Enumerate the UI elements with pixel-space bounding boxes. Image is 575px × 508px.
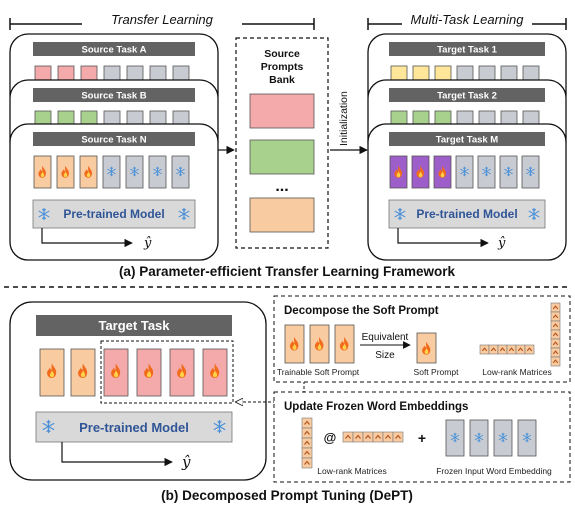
lowrank-matrix-vertical [550, 302, 561, 367]
output-arrow [397, 228, 489, 248]
model-label: Pre-trained Model [79, 420, 189, 435]
target-task-card-m: Target Task M Pre-trained Model ŷ [367, 123, 567, 261]
y-hat-label: ŷ [181, 453, 191, 471]
source-task-n-header: Source Task N [81, 135, 146, 146]
target-m-prompts [389, 155, 540, 189]
update-title: Update Frozen Word Embeddings [284, 401, 468, 413]
decomposed-region [100, 340, 234, 404]
plus-symbol: + [418, 430, 426, 446]
model-label: Pre-trained Model [416, 207, 517, 221]
decompose-title: Decompose the Soft Prompt [284, 305, 439, 317]
dept-task-card: Target Task Pre-trained Model ŷ [9, 301, 267, 481]
dept-pretrained-model: Pre-trained Model [35, 411, 233, 443]
caption-a: (a) Parameter-efficient Transfer Learnin… [119, 264, 456, 279]
transfer-learning-span: Transfer Learning [9, 12, 315, 30]
caption-b: (b) Decomposed Prompt Tuning (DePT) [161, 488, 413, 503]
frozen-embeddings [445, 419, 537, 457]
matmul-symbol: @ [324, 430, 337, 445]
source-n-prompts [33, 155, 190, 189]
target-pretrained-model: Pre-trained Model [388, 199, 546, 229]
bank-ellipsis: ... [275, 178, 288, 195]
target-2-prompts [390, 110, 540, 126]
equivalent-label: Equivalent [362, 332, 409, 343]
source-task-a-header: Source Task A [82, 45, 147, 56]
source-task-b-header: Source Task B [81, 91, 146, 102]
source-a-prompts [34, 65, 190, 81]
target-1-prompts [390, 65, 540, 81]
size-label: Size [375, 350, 395, 361]
lowrank-row [342, 431, 404, 443]
source-task-card-n: Source Task N Pre-trained Model ŷ [9, 123, 219, 261]
source-b-prompts [34, 110, 190, 126]
source-pretrained-model: Pre-trained Model [32, 199, 196, 229]
soft-prompt-label: Soft Prompt [414, 367, 460, 377]
output-arrow [61, 442, 173, 467]
soft-prompt [416, 332, 437, 364]
frozen-embedding-label: Frozen Input Word Embedding [436, 466, 552, 476]
target-task-header: Target Task [98, 318, 170, 333]
dept-prompts [39, 348, 228, 397]
multitask-learning-label: Multi-Task Learning [411, 12, 525, 27]
lowrank-column [301, 417, 313, 469]
low-rank-matrices-label-2: Low-rank Matrices [317, 466, 386, 476]
target-task-2-header: Target Task 2 [437, 91, 497, 102]
y-hat-label: ŷ [143, 236, 152, 251]
decompose-panel: Decompose the Soft Prompt Trainable Soft… [273, 295, 571, 383]
multitask-learning-span: Multi-Task Learning [367, 12, 567, 30]
model-label: Pre-trained Model [63, 207, 164, 221]
source-prompts-bank: Source Prompts Bank ... [235, 37, 329, 249]
lowrank-matrix-horizontal [479, 344, 535, 355]
trainable-soft-prompt-label: Trainable Soft Prompt [277, 367, 360, 377]
transfer-learning-label: Transfer Learning [111, 12, 213, 27]
output-arrow [41, 228, 133, 248]
bank-prompt-orange [249, 197, 315, 233]
bank-prompt-green [249, 139, 315, 175]
bank-title-line3: Bank [269, 74, 295, 86]
y-hat-label: ŷ [497, 236, 506, 251]
initialization-label: Initialization [338, 91, 350, 146]
bank-prompt-pink [249, 93, 315, 129]
trainable-soft-prompt [284, 324, 355, 364]
low-rank-matrices-label: Low-rank Matrices [482, 367, 551, 377]
bank-title-line2: Prompts [261, 61, 304, 73]
target-task-m-header: Target Task M [436, 135, 499, 146]
update-embeddings-panel: Update Frozen Word Embeddings @ + [273, 391, 571, 483]
target-task-1-header: Target Task 1 [437, 45, 498, 56]
bank-title-line1: Source [264, 48, 300, 60]
